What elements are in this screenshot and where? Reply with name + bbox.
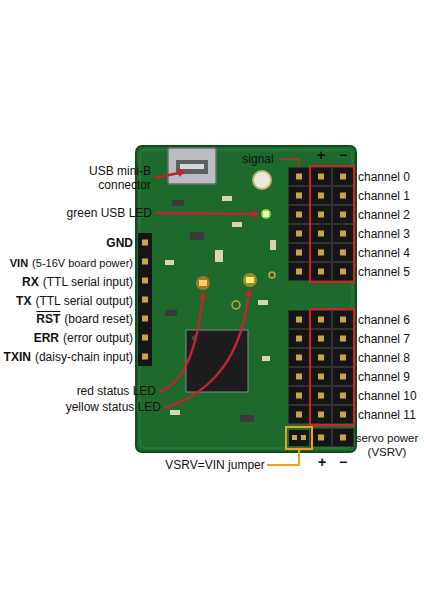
pin-name: ERR — [34, 331, 59, 345]
channel-label: channel 5 — [358, 265, 410, 279]
channel-label: channel 11 — [358, 408, 416, 422]
pin-description: (TTL serial input) — [43, 275, 133, 289]
power-label: servo power (VSRV) — [352, 431, 422, 459]
part-label: yellow status LED — [66, 400, 161, 414]
channel-label: channel 3 — [358, 227, 410, 241]
jumper-label: VSRV=VIN jumper — [165, 458, 265, 472]
channel-label: channel 1 — [358, 189, 410, 203]
channel-label: channel 6 — [358, 313, 410, 327]
polarity-mark: − — [339, 455, 347, 469]
part-label: red status LED — [77, 384, 156, 398]
channel-label: channel 0 — [358, 170, 410, 184]
pin-description: (TTL serial output) — [35, 294, 133, 308]
channel-label: channel 4 — [358, 246, 410, 260]
pin-description: (board reset) — [64, 312, 133, 326]
channel-label: channel 7 — [358, 332, 410, 346]
pin-description: (5-16V board power) — [32, 256, 133, 270]
pin-name: RST — [36, 312, 60, 326]
pin-name: TX — [16, 294, 31, 308]
pin-name: TXIN — [4, 350, 31, 364]
header-label: signal — [242, 152, 273, 166]
channel-label: channel 2 — [358, 208, 410, 222]
channel-label: channel 10 — [358, 389, 417, 403]
pin-name: GND — [106, 236, 133, 250]
part-label: USB mini-B connector — [79, 164, 151, 192]
channel-label: channel 8 — [358, 351, 410, 365]
pin-name: VIN — [10, 256, 28, 270]
polarity-mark: + — [318, 455, 326, 469]
part-label: green USB LED — [67, 206, 152, 220]
pin-description: (daisy-chain input) — [35, 350, 133, 364]
polarity-mark: − — [339, 148, 347, 162]
pin-description: (error output) — [63, 331, 133, 345]
polarity-mark: + — [317, 148, 325, 162]
channel-label: channel 9 — [358, 370, 410, 384]
pin-name: RX — [22, 275, 39, 289]
